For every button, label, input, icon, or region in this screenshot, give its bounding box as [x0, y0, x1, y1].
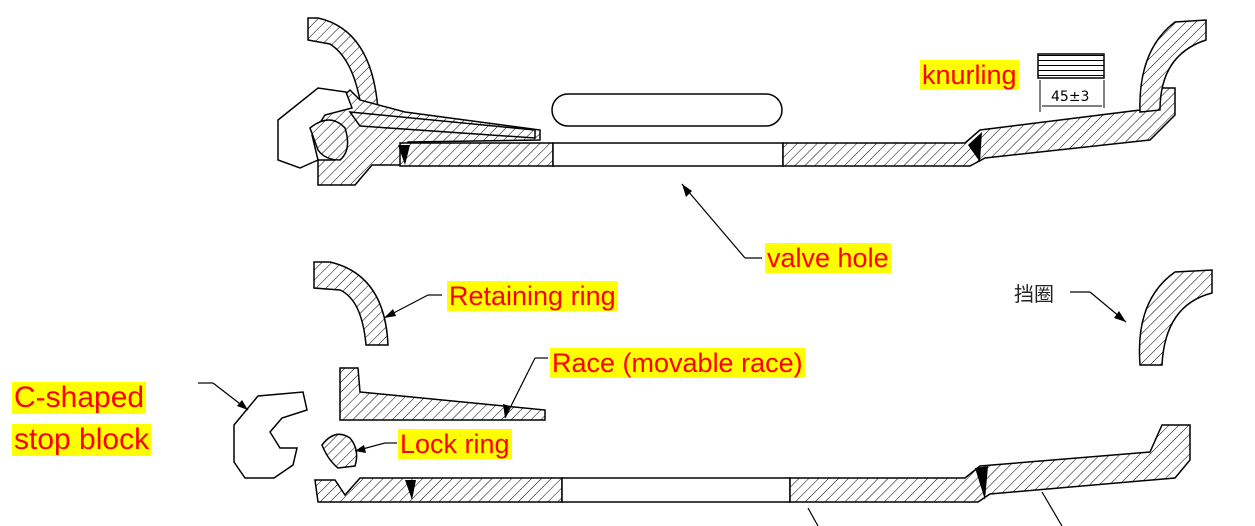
- lock-ring-bottom: [321, 433, 358, 469]
- valve-hole-label: valve hole: [765, 243, 891, 273]
- c-shaped-label-line1: C-shaped: [12, 381, 147, 414]
- rim-base-right-top: [782, 87, 1176, 167]
- knurling-block: [1037, 53, 1105, 79]
- knurling-dimension-text: 45±3: [1051, 89, 1089, 105]
- retaining-ring-left-bottom: [313, 261, 389, 346]
- c-shaped-label-line2: stop block: [12, 423, 152, 456]
- retaining-ring-cn-label: 挡圈: [1014, 282, 1054, 306]
- weld-marks: [398, 132, 988, 500]
- rim-base-left-top: [399, 142, 554, 167]
- retaining-ring-right-top: [1139, 19, 1207, 113]
- c-shaped-stop-block: [233, 391, 308, 479]
- rim-gap-bottom: [561, 477, 791, 503]
- lock-ring-top: [309, 119, 349, 161]
- rim-base-left-bottom: [314, 477, 563, 503]
- race-top: [348, 111, 536, 139]
- race-bottom: [339, 367, 546, 421]
- valve-hole-slot: [551, 93, 783, 127]
- valve-hole-gap-top: [552, 142, 784, 167]
- retaining-ring-right-bottom: [1138, 269, 1213, 366]
- arrowheads: [237, 184, 1126, 453]
- race-label: Race (movable race): [550, 348, 805, 378]
- knurling-label: knurling: [920, 60, 1019, 90]
- retaining-ring-label: Retaining ring: [447, 281, 618, 311]
- lock-ring-label: Lock ring: [398, 429, 512, 459]
- knurling-dimension-lines: [1039, 80, 1105, 112]
- rim-base-right-bottom: [789, 424, 1191, 503]
